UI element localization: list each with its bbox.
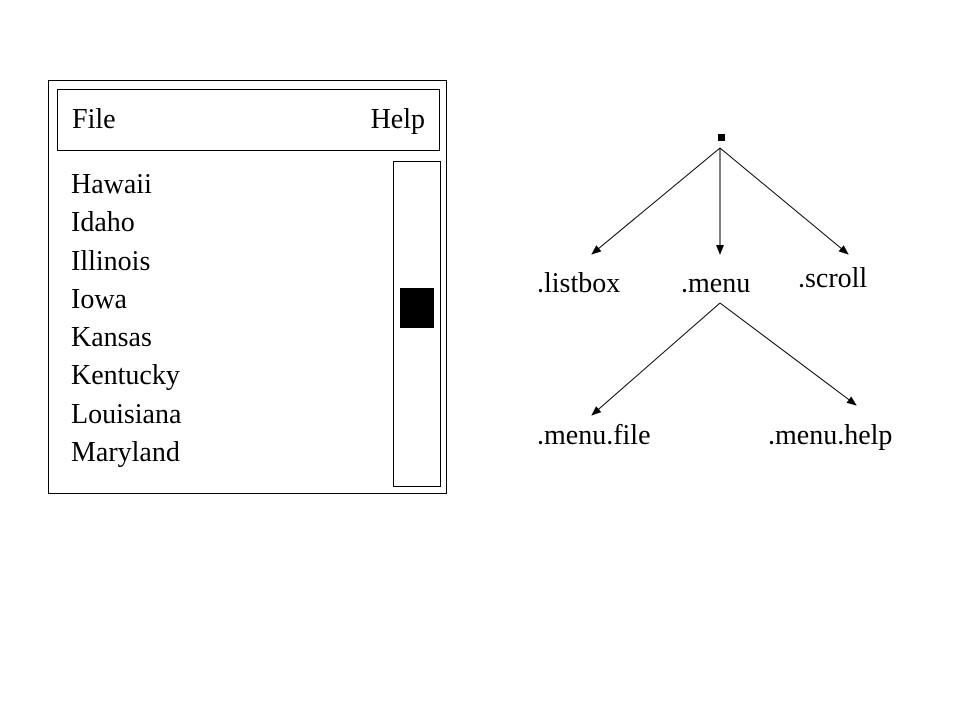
list-item[interactable]: Iowa [71, 283, 127, 315]
list-item[interactable]: Hawaii [71, 169, 152, 200]
list-item[interactable]: Kansas [71, 322, 152, 354]
list-item[interactable]: Illinois [71, 245, 151, 277]
node-scroll: .scroll [798, 263, 867, 294]
widget-window: File Help Hawaii Idaho Illinois Iowa Kan… [48, 80, 447, 494]
menu-bar: File Help [57, 89, 440, 151]
node-menu-help: .menu.help [768, 420, 892, 451]
node-menu-file: .menu.file [537, 420, 651, 451]
list-item[interactable]: Idaho [71, 207, 135, 239]
file-menu[interactable]: File [72, 104, 116, 135]
edge-menu-help [719, 302, 857, 406]
edge-root-listbox [591, 147, 721, 255]
root-node-dot [718, 134, 725, 141]
list-item[interactable]: Maryland [71, 437, 180, 469]
node-menu: .menu [681, 268, 750, 299]
list-item[interactable]: Kentucky [71, 360, 180, 392]
edge-menu-file [591, 302, 721, 416]
scrollbar-thumb[interactable] [400, 288, 434, 328]
list-item[interactable]: Louisiana [71, 398, 182, 430]
edge-root-scroll [719, 147, 849, 255]
help-menu[interactable]: Help [370, 104, 425, 135]
vertical-scrollbar[interactable] [393, 161, 441, 487]
node-listbox: .listbox [537, 268, 620, 299]
states-listbox[interactable]: Hawaii Idaho Illinois Iowa Kansas Kentuc… [71, 166, 371, 472]
